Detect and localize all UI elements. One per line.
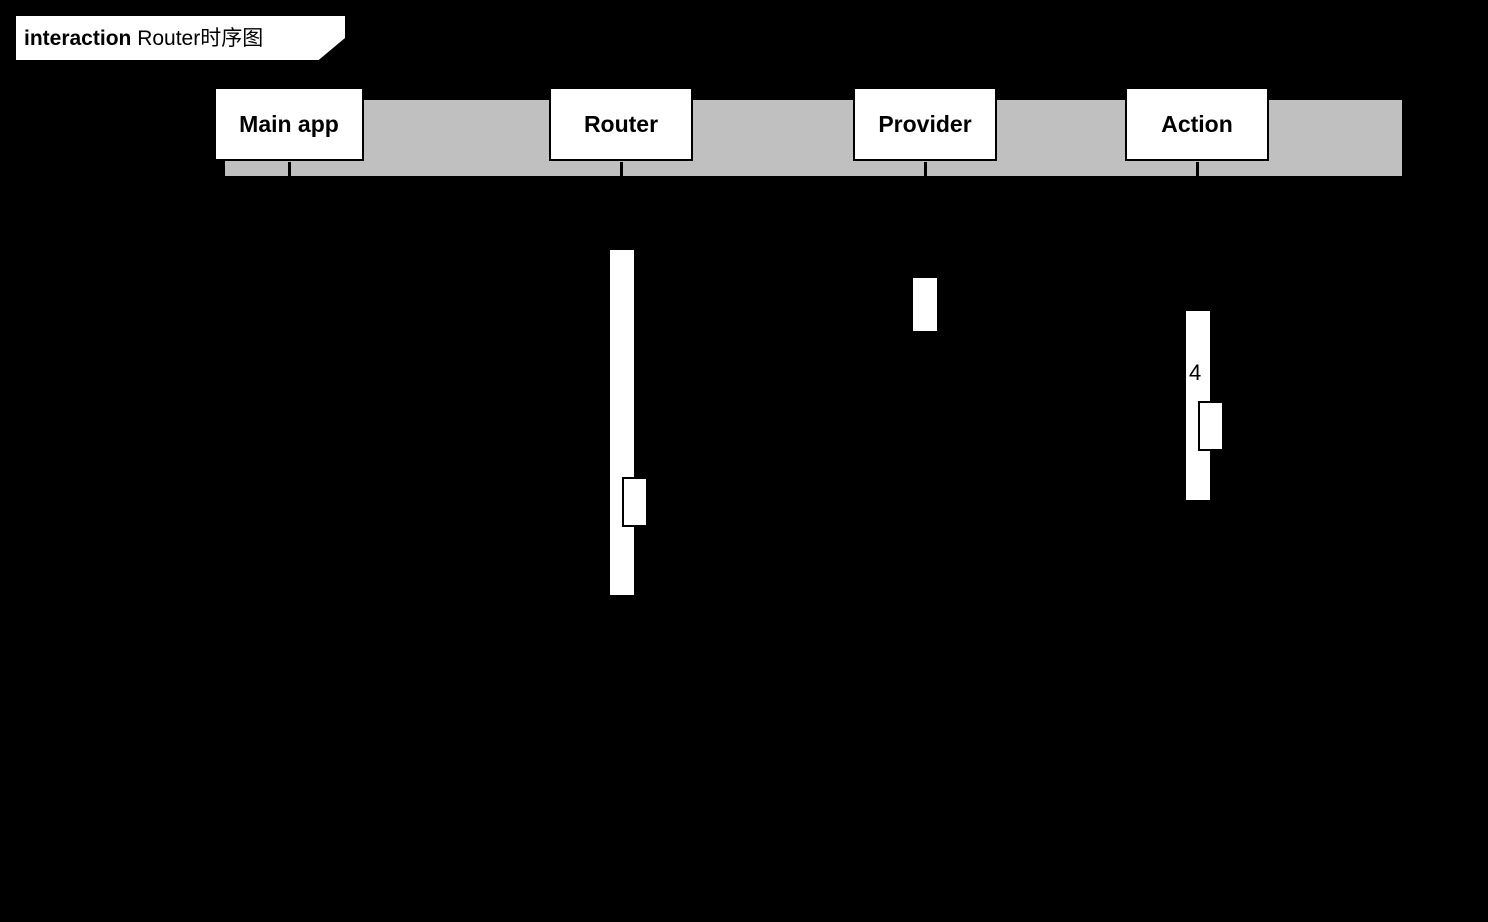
participant-provider-label: Provider — [878, 110, 972, 137]
lifeline-action — [1196, 176, 1198, 906]
participant-provider[interactable]: Provider — [853, 87, 997, 161]
lifeline-provider — [924, 176, 926, 906]
lifeline-tick-provider — [924, 162, 927, 176]
frame-keyword: interaction — [24, 26, 132, 50]
frame-name: Router时序图 — [137, 26, 264, 50]
participant-main-app[interactable]: Main app — [214, 87, 364, 161]
lifeline-main-app — [288, 176, 290, 906]
lifeline-tick-main-app — [288, 162, 291, 176]
participant-main-app-label: Main app — [239, 110, 339, 137]
interaction-frame-title: interaction Router时序图 — [24, 28, 263, 49]
interaction-frame-banner: interaction Router时序图 — [16, 16, 345, 60]
participant-action[interactable]: Action — [1125, 87, 1269, 161]
activation-router-outer — [610, 250, 634, 595]
participant-router-label: Router — [583, 110, 659, 137]
lifeline-tick-action — [1196, 162, 1199, 176]
activation-provider — [913, 278, 937, 331]
lifeline-tick-router — [620, 162, 623, 176]
participant-action-label: Action — [1161, 110, 1233, 137]
activation-router-nested — [622, 477, 648, 527]
action-sequence-number-label: 4 — [1189, 360, 1202, 385]
participant-router[interactable]: Router — [549, 87, 693, 161]
activation-action-nested — [1198, 401, 1224, 451]
